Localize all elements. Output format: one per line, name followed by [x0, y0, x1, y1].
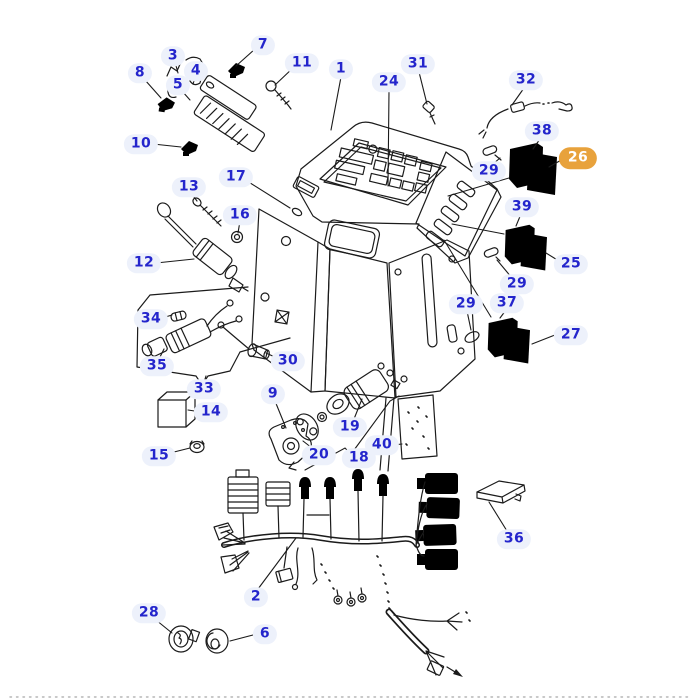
part-label-32[interactable]: 32	[508, 70, 544, 90]
part-label-30[interactable]: 30	[270, 351, 306, 371]
part-label-9[interactable]: 9	[260, 384, 286, 404]
part-label-29[interactable]: 29	[448, 294, 484, 314]
part-label-36[interactable]: 36	[496, 529, 532, 549]
part-cover-36	[476, 480, 526, 504]
part-clip-29-mid	[483, 247, 501, 262]
part-label-20[interactable]: 20	[301, 445, 337, 465]
part-escutcheon-20	[295, 413, 319, 441]
part-label-40[interactable]: 40	[364, 435, 400, 455]
part-label-4[interactable]: 4	[183, 61, 209, 81]
leader-line	[387, 90, 390, 187]
part-label-10[interactable]: 10	[123, 134, 159, 154]
leader-line	[155, 258, 195, 264]
leader-line	[257, 537, 297, 590]
part-grommet-28	[168, 625, 201, 653]
part-cable-32	[478, 101, 573, 139]
part-plate-40	[397, 394, 438, 460]
part-label-28[interactable]: 28	[131, 603, 167, 623]
part-clip-10	[181, 141, 198, 156]
leader-line	[235, 48, 256, 67]
part-ignition-switch-19	[343, 362, 401, 410]
part-label-19[interactable]: 19	[332, 417, 368, 437]
part-label-17[interactable]: 17	[218, 167, 254, 187]
switch-holes	[425, 180, 476, 248]
part-screw-11	[265, 80, 292, 110]
part-clip-29-low	[464, 331, 480, 343]
part-label-8[interactable]: 8	[127, 63, 153, 83]
part-switch-38-26	[509, 143, 557, 195]
part-label-1[interactable]: 1	[328, 59, 354, 79]
part-label-7[interactable]: 7	[250, 35, 276, 55]
leader-line	[274, 400, 287, 429]
leader-line	[144, 79, 162, 99]
part-harness-2	[213, 469, 471, 677]
construction-line	[447, 177, 510, 197]
leader-line	[330, 76, 342, 131]
part-lamp-assembly	[193, 75, 266, 152]
part-label-25[interactable]: 25	[553, 254, 589, 274]
part-label-6[interactable]: 6	[252, 624, 278, 644]
part-cable-30	[217, 321, 270, 360]
part-label-2[interactable]: 2	[243, 587, 269, 607]
construction-line	[451, 223, 505, 235]
part-washers	[316, 393, 350, 423]
part-label-29[interactable]: 29	[471, 161, 507, 181]
part-label-14[interactable]: 14	[193, 402, 229, 422]
part-label-18[interactable]: 18	[341, 448, 377, 468]
leader-line	[246, 180, 291, 209]
part-stalk-switch-12	[156, 202, 249, 293]
part-label-26-highlighted[interactable]: 26	[558, 147, 598, 169]
leader-line	[466, 310, 472, 331]
part-grommet-6	[205, 628, 229, 654]
leader-line	[488, 501, 508, 532]
part-label-35[interactable]: 35	[139, 356, 175, 376]
part-clip-29-top	[482, 145, 502, 161]
part-label-12[interactable]: 12	[126, 253, 162, 273]
part-label-27[interactable]: 27	[553, 325, 589, 345]
part-label-5[interactable]: 5	[165, 75, 191, 95]
part-label-13[interactable]: 13	[171, 177, 207, 197]
part-fuse-34	[170, 310, 187, 322]
leader-line	[418, 71, 428, 105]
part-label-39[interactable]: 39	[504, 197, 540, 217]
leader-line	[229, 634, 254, 642]
part-label-3[interactable]: 3	[160, 46, 186, 66]
part-label-24[interactable]: 24	[371, 72, 407, 92]
instrument-cluster	[334, 138, 433, 194]
part-switch-37-27	[487, 317, 530, 364]
part-label-15[interactable]: 15	[141, 446, 177, 466]
part-label-11[interactable]: 11	[284, 53, 320, 73]
construction-line	[443, 239, 492, 318]
part-nut-16	[230, 230, 244, 244]
part-label-34[interactable]: 34	[133, 309, 169, 329]
part-nut-15	[189, 440, 205, 454]
part-label-33[interactable]: 33	[186, 379, 222, 399]
part-clip-8	[156, 96, 176, 114]
part-console	[251, 121, 502, 472]
part-label-31[interactable]: 31	[400, 54, 436, 74]
part-key-bezel-9	[268, 418, 312, 471]
part-label-29[interactable]: 29	[499, 274, 535, 294]
part-label-38[interactable]: 38	[524, 121, 560, 141]
part-label-16[interactable]: 16	[222, 205, 258, 225]
part-bracket-3	[166, 56, 204, 77]
part-label-37[interactable]: 37	[489, 293, 525, 313]
leader-line	[511, 87, 525, 106]
part-relay-14	[157, 391, 196, 428]
part-switch-39-25	[504, 224, 547, 271]
part-screw-13	[192, 197, 222, 227]
part-screw-31	[422, 100, 436, 125]
